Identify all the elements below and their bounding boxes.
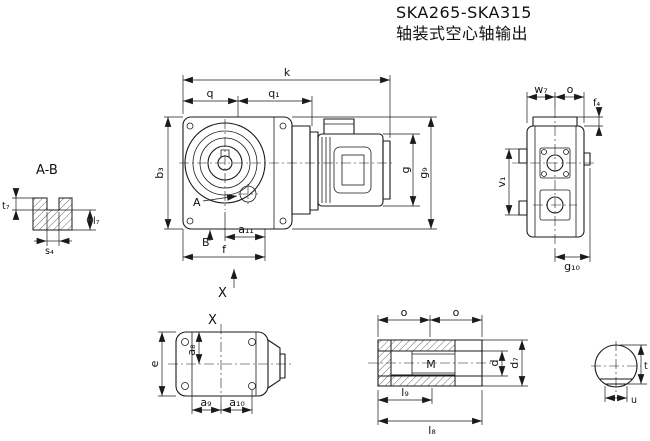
thread-mark-m: M xyxy=(426,358,436,371)
dim-l9: l₉ xyxy=(401,386,408,399)
dim-s4: s₄ xyxy=(45,246,54,257)
top-view-x: X e a₈ a₉ a₁₀ xyxy=(148,313,294,414)
dim-a8: a₈ xyxy=(185,344,198,356)
shaft-outline xyxy=(377,339,483,387)
bolt-hole xyxy=(279,217,287,225)
view-x-marker: X xyxy=(218,286,227,301)
hollow-shaft-view: M o o d d₇ l₉ l₈ xyxy=(368,306,528,437)
section-arrow-a xyxy=(202,194,238,202)
dim-q: q xyxy=(207,87,214,100)
dim-d: d xyxy=(488,360,501,367)
bolt-hole xyxy=(186,122,194,130)
top-view-label: X xyxy=(208,313,217,328)
nose-cap xyxy=(279,353,286,379)
dim-f4: f₄ xyxy=(593,98,600,109)
bolt-hole xyxy=(279,122,287,130)
dim-l8: l₈ xyxy=(428,424,436,437)
upper-flange-square xyxy=(539,147,571,179)
dim-w7: w₇ xyxy=(534,83,547,96)
dim-o-left: o xyxy=(401,306,408,319)
flange-bolt xyxy=(541,149,547,155)
left-lug-top xyxy=(518,148,528,164)
dim-q1: q₁ xyxy=(268,87,279,100)
dim-a11: a₁₁ xyxy=(238,223,254,236)
dim-g9: g₉ xyxy=(417,167,430,178)
flange-bolt xyxy=(563,171,569,177)
section-marker-a: A xyxy=(193,196,201,209)
shaft-wall-bottom-section xyxy=(390,374,456,387)
corner-bolt xyxy=(248,382,256,390)
dim-g: g xyxy=(399,167,412,174)
dim-k: k xyxy=(284,66,291,79)
shaft-left-cap-section xyxy=(377,339,392,387)
dim-o-right: o xyxy=(453,306,460,319)
dim-e: e xyxy=(148,360,161,367)
corner-bolt xyxy=(248,338,256,346)
dim-o: o xyxy=(567,83,574,96)
motor-nameplate-frame xyxy=(333,146,372,194)
end-view: w₇ o f₄ v₁ g₁₀ xyxy=(495,83,603,273)
flange-bolt xyxy=(563,149,569,155)
motor-flange xyxy=(309,131,319,211)
flange-bolt xyxy=(541,171,547,177)
shaft-end-circle xyxy=(546,154,564,172)
dim-t: t xyxy=(644,361,648,372)
dim-g10: g₁₀ xyxy=(564,260,580,273)
bolt-hole xyxy=(186,217,194,225)
dim-l7: l₇ xyxy=(93,216,100,227)
left-lug-bottom xyxy=(518,200,528,216)
shaft-wall-top-section xyxy=(390,339,456,352)
detail-ab-label: A-B xyxy=(36,163,58,178)
adapter-flange xyxy=(291,125,311,215)
corner-bolt xyxy=(181,382,189,390)
model-title: SKA265-SKA315 xyxy=(396,3,532,22)
dim-a10: a₁₀ xyxy=(229,396,245,409)
dim-v1: v₁ xyxy=(495,177,508,188)
dim-u: u xyxy=(631,395,637,406)
subtitle-chinese: 轴装式空心轴输出 xyxy=(396,24,528,43)
corner-bolt xyxy=(181,338,189,346)
main-side-view: k q q₁ b₃ g g₉ A B a₁₁ f xyxy=(153,66,437,301)
motor-nameplate xyxy=(341,154,365,186)
dim-f: f xyxy=(222,243,227,256)
section-marker-b: B xyxy=(202,236,210,249)
motor-end-cap xyxy=(382,140,391,200)
right-lug xyxy=(583,152,591,166)
keyway-section-body xyxy=(32,197,73,231)
terminal-box xyxy=(323,118,355,135)
dim-a9: a₉ xyxy=(200,396,211,409)
shaft-cross-section: t u xyxy=(591,341,648,406)
detail-ab-view: A-B t₇ l₇ s₄ xyxy=(2,163,100,257)
dim-b3: b₃ xyxy=(153,167,166,178)
motor-body xyxy=(317,133,384,207)
title-block: SKA265-SKA315 轴装式空心轴输出 xyxy=(396,3,532,43)
dim-d7: d₇ xyxy=(508,357,521,368)
dim-t7: t₇ xyxy=(2,201,10,212)
